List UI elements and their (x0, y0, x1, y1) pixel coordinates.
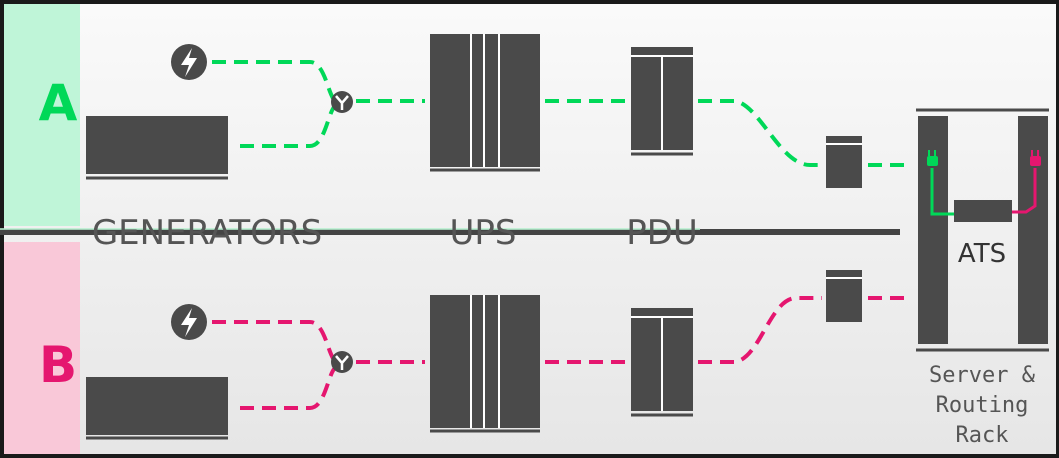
power-plug-icon (927, 150, 938, 166)
feed-b-band (4, 242, 80, 454)
ats-feed-b-wire (1012, 168, 1037, 214)
outlet-b (826, 270, 862, 322)
outlet-a (826, 136, 862, 188)
lightning-bolt-icon (171, 304, 207, 340)
server-rack (916, 108, 1049, 352)
ats-box (954, 200, 1012, 222)
feed-a-band (4, 4, 80, 226)
feed-a-label: A (39, 74, 78, 132)
generators-label: GENERATORS (92, 213, 322, 253)
pdu-a (631, 47, 693, 156)
generator-a (86, 116, 228, 174)
ups-a (430, 34, 540, 172)
rack-label-line2: Routing (936, 393, 1029, 418)
pdu-label: PDU (626, 213, 698, 253)
power-plug-icon (1030, 150, 1041, 166)
pdu-b (631, 308, 693, 417)
ats-feed-a-wire (930, 168, 954, 216)
y-junction-icon (331, 91, 353, 113)
generator-b (86, 377, 228, 435)
y-junction-icon (331, 351, 353, 373)
rack-label-line3: Rack (956, 423, 1009, 448)
ats-label: ATS (958, 239, 1006, 269)
lightning-bolt-icon (171, 44, 207, 80)
ups-b (430, 295, 540, 433)
ups-label: UPS (450, 213, 517, 253)
feed-b-label: B (39, 336, 77, 394)
rack-label-line1: Server & (929, 363, 1036, 388)
